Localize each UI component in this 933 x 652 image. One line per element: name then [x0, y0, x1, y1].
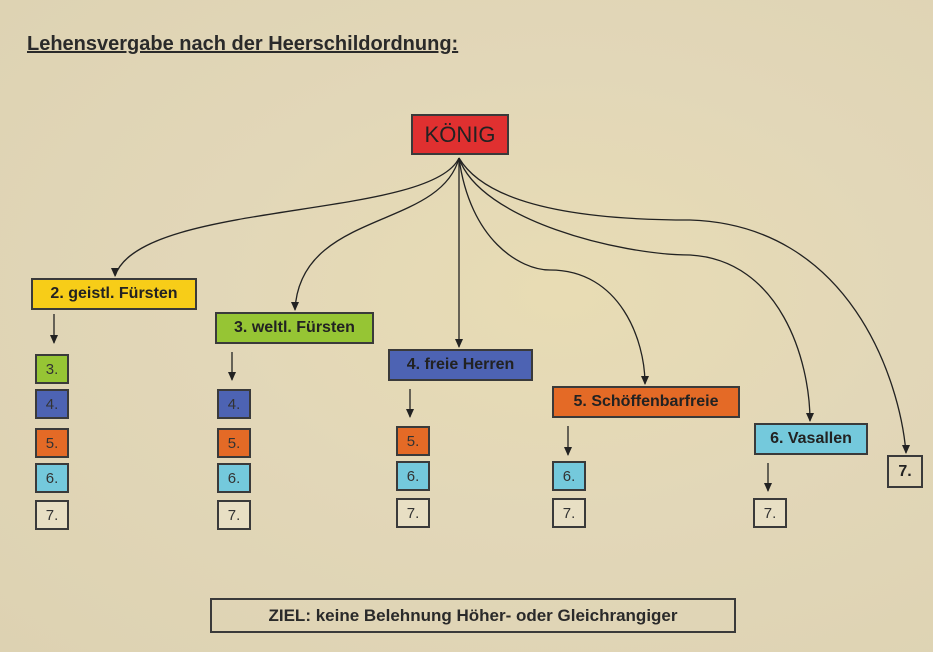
goal-label: ZIEL: [268, 605, 311, 625]
sub-rank-7: 7. [552, 498, 586, 528]
node-freie-herren: 4. freie Herren [388, 349, 533, 381]
diagram-title: Lehensvergabe nach der Heerschildordnung… [27, 33, 459, 55]
sub-rank-7: 7. [35, 500, 69, 530]
sub-rank-4: 4. [217, 389, 251, 419]
arrow-to-rank-6 [458, 157, 814, 422]
sub-rank-6: 6. [552, 461, 586, 491]
arrow-to-rank-7 [458, 157, 910, 454]
sub-rank-7: 7. [753, 498, 787, 528]
sub-rank-6: 6. [35, 463, 69, 493]
sub-rank-6: 6. [396, 461, 430, 491]
node-koenig: KÖNIG [411, 114, 509, 155]
node-schoeffenbarfreie: 5. Schöffenbarfreie [552, 386, 740, 418]
arrow-to-rank-3 [291, 157, 460, 311]
sub-rank-6: 6. [217, 463, 251, 493]
arrow-to-rank-5 [458, 157, 649, 385]
sub-rank-3: 3. [35, 354, 69, 384]
arrow-to-rank-2 [111, 157, 460, 277]
sub-rank-5: 5. [396, 426, 430, 456]
sub-rank-7: 7. [396, 498, 430, 528]
node-weltliche-fuersten: 3. weltl. Fürsten [215, 312, 374, 344]
node-rank-7: 7. [887, 455, 923, 488]
sub-rank-7: 7. [217, 500, 251, 530]
node-geistliche-fuersten: 2. geistl. Fürsten [31, 278, 197, 310]
sub-rank-5: 5. [35, 428, 69, 458]
sub-rank-4: 4. [35, 389, 69, 419]
node-vasallen: 6. Vasallen [754, 423, 868, 455]
sub-rank-5: 5. [217, 428, 251, 458]
goal-statement: ZIEL: keine Belehnung Höher- oder Gleich… [210, 598, 736, 633]
goal-text: keine Belehnung Höher- oder Gleichrangig… [310, 605, 678, 625]
